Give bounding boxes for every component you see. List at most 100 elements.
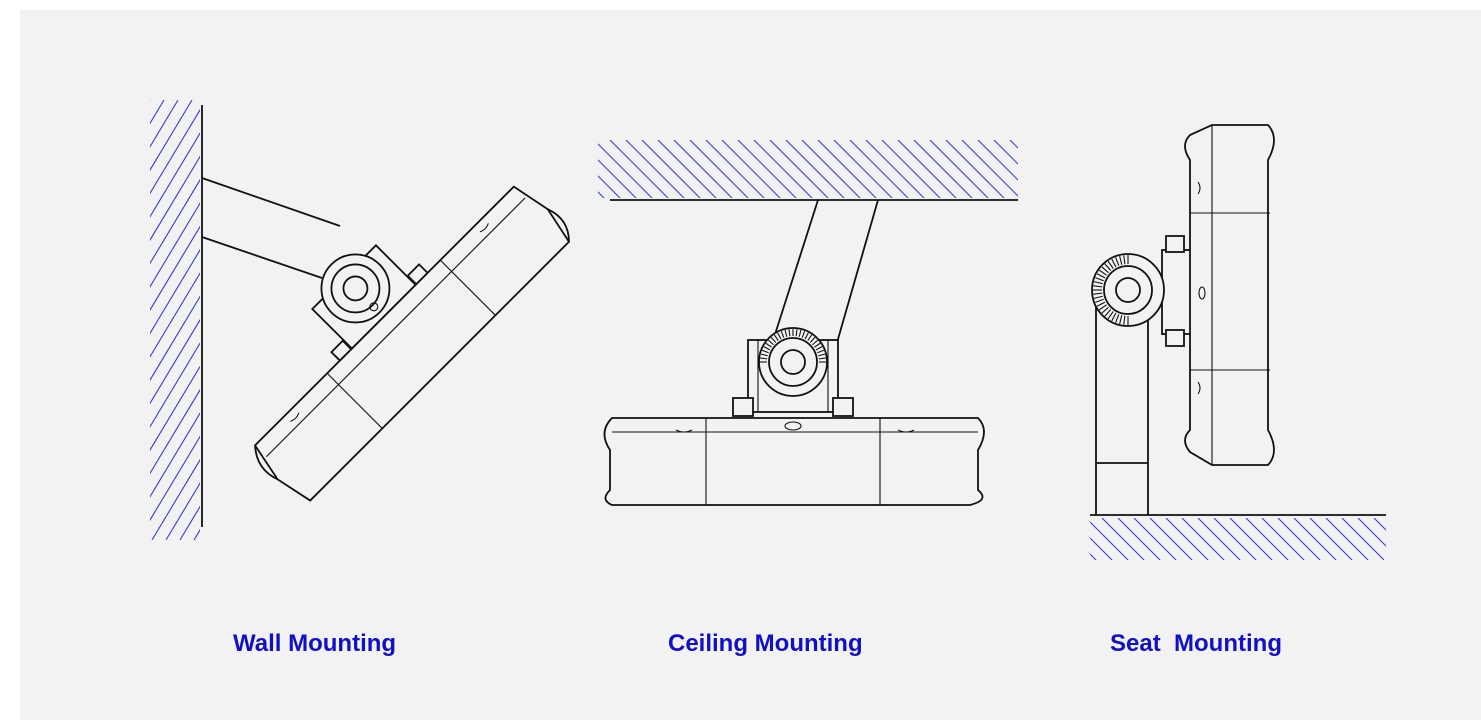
ceiling-dial-scale-tick	[760, 357, 768, 360]
ceiling-hatch-line	[689, 140, 749, 198]
ceiling-lamp-clips	[675, 429, 915, 433]
ceiling-hatch-line	[673, 140, 733, 198]
ceiling-lamp-housing	[603, 417, 985, 506]
ceiling-hatch-line	[514, 140, 572, 198]
wall-hatch-line	[150, 100, 151, 102]
ceiling-dial-scale-tick	[773, 334, 779, 341]
wall-hatch-line	[150, 202, 200, 288]
seat-hatch-line	[1373, 518, 1386, 531]
ceiling-dial-scale-tick	[784, 329, 788, 337]
wall-knob	[342, 275, 369, 302]
wall-bracket-foot-left	[330, 339, 353, 362]
ceiling-dial-scale-tick	[804, 332, 809, 340]
ceiling-hatch-line	[961, 140, 1018, 197]
seat-hatch-line	[1454, 518, 1481, 560]
ceiling-knob	[780, 349, 806, 375]
ceiling-hatch-line	[945, 140, 1005, 198]
ceiling-hatch-line	[598, 159, 637, 198]
seat-post	[1095, 290, 1149, 515]
ceiling-hatch-line	[598, 175, 621, 198]
seat-dial-scale-tick	[1104, 263, 1112, 271]
wall-lamp-top-band	[265, 197, 526, 458]
seat-dial-scale-tick	[1104, 309, 1112, 317]
ceiling-hatch-line	[530, 140, 588, 198]
ceiling-hatch-line	[833, 140, 893, 198]
seat-hatch-line	[1438, 518, 1480, 560]
ceiling-dial-scale-tick	[818, 353, 826, 357]
ceiling-dial-scale-tick	[763, 346, 771, 351]
ceiling-dial-scale-tick	[795, 329, 798, 337]
ceiling-hatch-line	[801, 140, 861, 198]
ceiling-hatch-line	[641, 140, 701, 198]
ceiling-hatch-line	[498, 140, 556, 198]
ceiling-dial-scale-tick	[760, 353, 768, 357]
seat-hatch-line	[1245, 518, 1289, 560]
wall-hatch-line	[150, 272, 200, 358]
seat-hatch-line	[1149, 518, 1193, 560]
wall-arm	[201, 177, 341, 279]
wall-lamp-seam-right	[439, 259, 496, 316]
ceiling-dial-scale-tick	[780, 330, 785, 338]
wall-hatch-line	[150, 295, 200, 382]
ceiling-dial-scale-tick	[814, 342, 821, 348]
wall-bracket-foot-right	[406, 263, 429, 286]
ceiling-dial-scale-tick	[807, 334, 813, 341]
wall-hatch-line	[150, 388, 200, 475]
seat-dial-scale-tick	[1119, 315, 1123, 325]
seat-hatch-line	[1309, 518, 1353, 560]
seat-dial-scale-tick	[1095, 277, 1104, 282]
ceiling-arm	[769, 199, 879, 361]
seat-hatch-line	[1090, 521, 1129, 560]
wall-hatch-line	[0, 100, 108, 540]
ceiling-hatch	[498, 140, 1180, 198]
wall-mounting-figure	[0, 100, 571, 540]
wall-hatch-line	[0, 100, 136, 540]
seat-hatch-line	[1022, 518, 1064, 560]
ceiling-dial-scale-tick	[761, 349, 769, 354]
wall-hatch-line	[150, 132, 200, 218]
caption-ceiling-mounting: Ceiling Mounting	[668, 630, 863, 657]
seat-hatch-line	[1293, 518, 1337, 560]
ceiling-hatch-line	[598, 191, 605, 198]
ceiling-mounting-figure	[498, 140, 1180, 506]
ceiling-dial-scale-tick	[809, 336, 816, 343]
seat-hatch-line	[1341, 518, 1385, 560]
wall-hatch-line	[150, 178, 200, 265]
caption-seat-mounting: Seat Mounting	[1110, 630, 1282, 657]
seat-dial-scale-tick	[1101, 306, 1109, 314]
ceiling-hatch-line	[849, 140, 909, 198]
seat-dial-scale-tick	[1119, 255, 1123, 265]
ceiling-hatch-line	[1042, 140, 1100, 198]
ceiling-hatch-line	[609, 140, 669, 198]
wall-hatch-line	[150, 412, 200, 498]
ceiling-hatch-line	[1106, 140, 1164, 198]
seat-dial-scale-tick	[1107, 260, 1114, 269]
seat-hatch-line	[1390, 518, 1432, 560]
wall-hatch-line	[150, 108, 200, 195]
wall-bolt	[369, 302, 379, 312]
seat-hatch-line	[1133, 518, 1177, 560]
seat-dial-scale-tick	[1096, 273, 1106, 279]
ceiling-hatch-line	[753, 140, 813, 198]
seat-dial-scale-tick	[1096, 301, 1106, 307]
ceiling-hatch-line	[865, 140, 925, 198]
ceiling-dial-scale-tick	[812, 339, 819, 346]
ceiling-hatch-line	[1009, 140, 1018, 149]
seat-dial-scale-tick	[1115, 257, 1120, 266]
ceiling-bracket-foot-right	[832, 397, 854, 417]
wall-lamp-clips	[290, 223, 489, 422]
seat-hatch-line	[1229, 518, 1273, 560]
ceiling-hatch-line	[993, 140, 1018, 165]
ceiling-hatch-line	[1122, 140, 1180, 198]
ceiling-dial-scale-tick	[767, 339, 774, 346]
wall-hatch-line	[0, 100, 10, 540]
ceiling-hatch-line	[625, 140, 685, 198]
ceiling-hatch-line	[1026, 140, 1084, 198]
ceiling-dial-scale-tick	[815, 346, 823, 351]
wall-hatch-line	[150, 248, 200, 335]
wall-hatch-line	[0, 100, 24, 540]
wall-hatch-line	[0, 100, 66, 540]
ceiling-bracket-foot-left	[732, 397, 754, 417]
seat-hatch-line	[1357, 518, 1386, 547]
